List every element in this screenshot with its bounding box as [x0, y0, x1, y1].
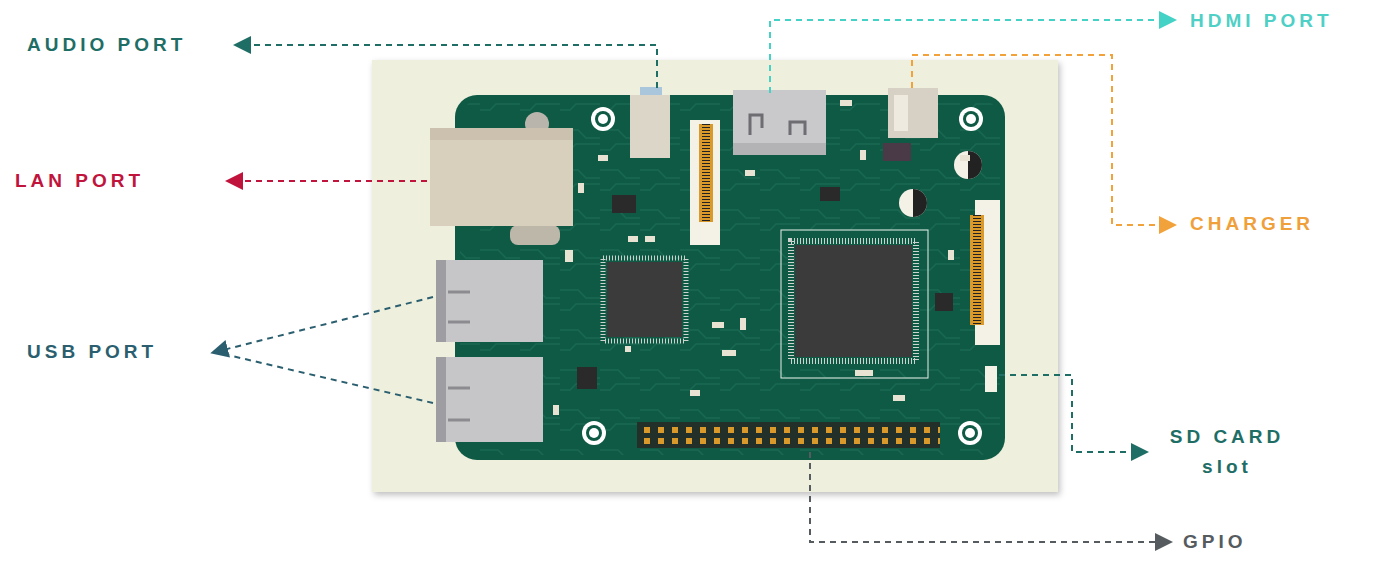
power-connector — [883, 88, 938, 161]
leader-line — [234, 180, 427, 182]
callout-label: LAN PORT — [15, 166, 144, 196]
usb-ports — [436, 260, 543, 442]
leader-line — [242, 45, 657, 88]
leader-line — [770, 20, 1168, 93]
lan-port — [430, 112, 573, 245]
callout-label: GPIO — [1183, 527, 1247, 557]
callout-label: HDMI PORT — [1190, 6, 1333, 36]
callout-label: CHARGER — [1190, 209, 1314, 239]
backdrop — [372, 60, 1058, 492]
display-connector — [690, 120, 720, 245]
callout-label: USB PORT — [27, 337, 157, 367]
gpio-header — [637, 422, 940, 448]
camera-connector — [970, 200, 1000, 345]
processor-chips — [603, 230, 928, 378]
leader-line — [912, 55, 1168, 225]
hdmi-connector — [733, 90, 826, 155]
leader-line — [219, 353, 433, 403]
leader-lines — [219, 20, 1168, 542]
leader-line — [999, 375, 1140, 452]
leader-line — [219, 297, 433, 351]
audio-jack — [630, 87, 670, 158]
callout-label: AUDIO PORT — [27, 30, 186, 60]
capacitors — [899, 151, 982, 217]
smd-components — [553, 100, 970, 415]
leader-line — [810, 452, 1164, 542]
sd-card-slot — [985, 366, 997, 392]
callout-label: SD CARD slot — [1152, 422, 1302, 482]
